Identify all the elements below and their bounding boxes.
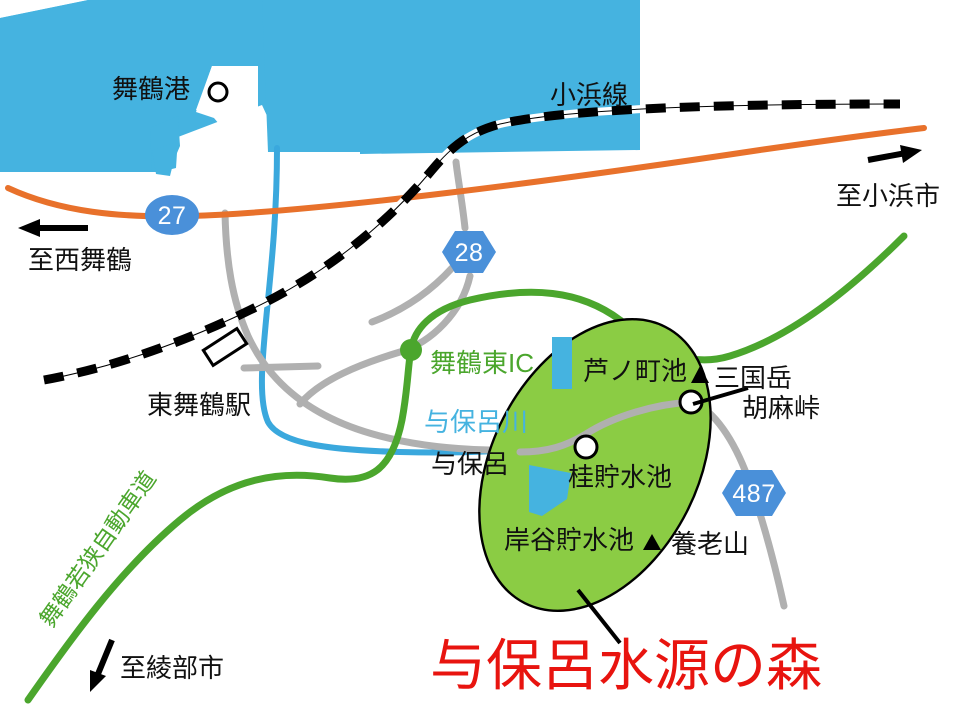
goma-pass-label: 胡麻峠: [742, 393, 821, 423]
map-title: 与保呂水源の森: [430, 634, 822, 697]
katsura-reservoir-label: 桂貯水池: [568, 462, 673, 492]
to-ayabe-city-label: 至綾部市: [120, 653, 225, 683]
higashi-maizuru-station-marker: [201, 326, 249, 368]
maizuru-port-marker: [207, 81, 229, 103]
katsura-reservoir-marker: [573, 434, 599, 460]
route-shield-27-number[interactable]: 27: [157, 202, 187, 230]
yoboro-label: 与保呂: [431, 449, 510, 479]
route-shield-487[interactable]: [722, 470, 786, 516]
route-shield-487-number[interactable]: 487: [732, 480, 776, 508]
to-nishi-maizuru-label: 至西舞鶴: [28, 245, 133, 275]
arrow-to-nishi-maizuru: [18, 219, 88, 237]
yororozan-peak-marker: [643, 534, 661, 550]
route-shield-27[interactable]: [145, 195, 199, 235]
kishitani-reservoir-shape: [529, 465, 571, 516]
maizuru-higashi-ic-marker: [400, 339, 422, 361]
mikunidake-peak-marker: [691, 366, 709, 383]
yoboro-river-label: 与保呂川: [424, 407, 529, 437]
obama-line-label: 小浜線: [550, 80, 629, 110]
route-shield-28-number[interactable]: 28: [454, 239, 484, 267]
to-obama-city-label: 至小浜市: [836, 181, 941, 211]
yororozan-label: 養老山: [671, 529, 750, 559]
route-shield-28[interactable]: [442, 231, 496, 273]
kishitani-reservoir-label: 岸谷貯水池: [504, 525, 635, 555]
arrow-to-obama-city: [867, 145, 922, 163]
maizuru-bay: [0, 0, 960, 206]
ashinomachi-pond-shape: [552, 337, 572, 389]
national-route-27-line: [5, 125, 927, 220]
title-leader-line: [576, 588, 622, 645]
higashi-maizuru-station-label: 東舞鶴駅: [147, 390, 252, 420]
maizuru-port-label: 舞鶴港: [112, 74, 191, 104]
local-roads-over-forest: [516, 398, 695, 456]
maizuru-higashi-ic-label: 舞鶴東IC: [430, 348, 535, 378]
ashinomachi-pond-label: 芦ノ町池: [583, 356, 688, 386]
mikunidake-label: 三国岳: [714, 363, 793, 393]
goma-pass-leader-line: [692, 386, 749, 406]
obama-line-railway-track: [43, 99, 901, 385]
arrow-to-ayabe-city: [90, 638, 115, 692]
